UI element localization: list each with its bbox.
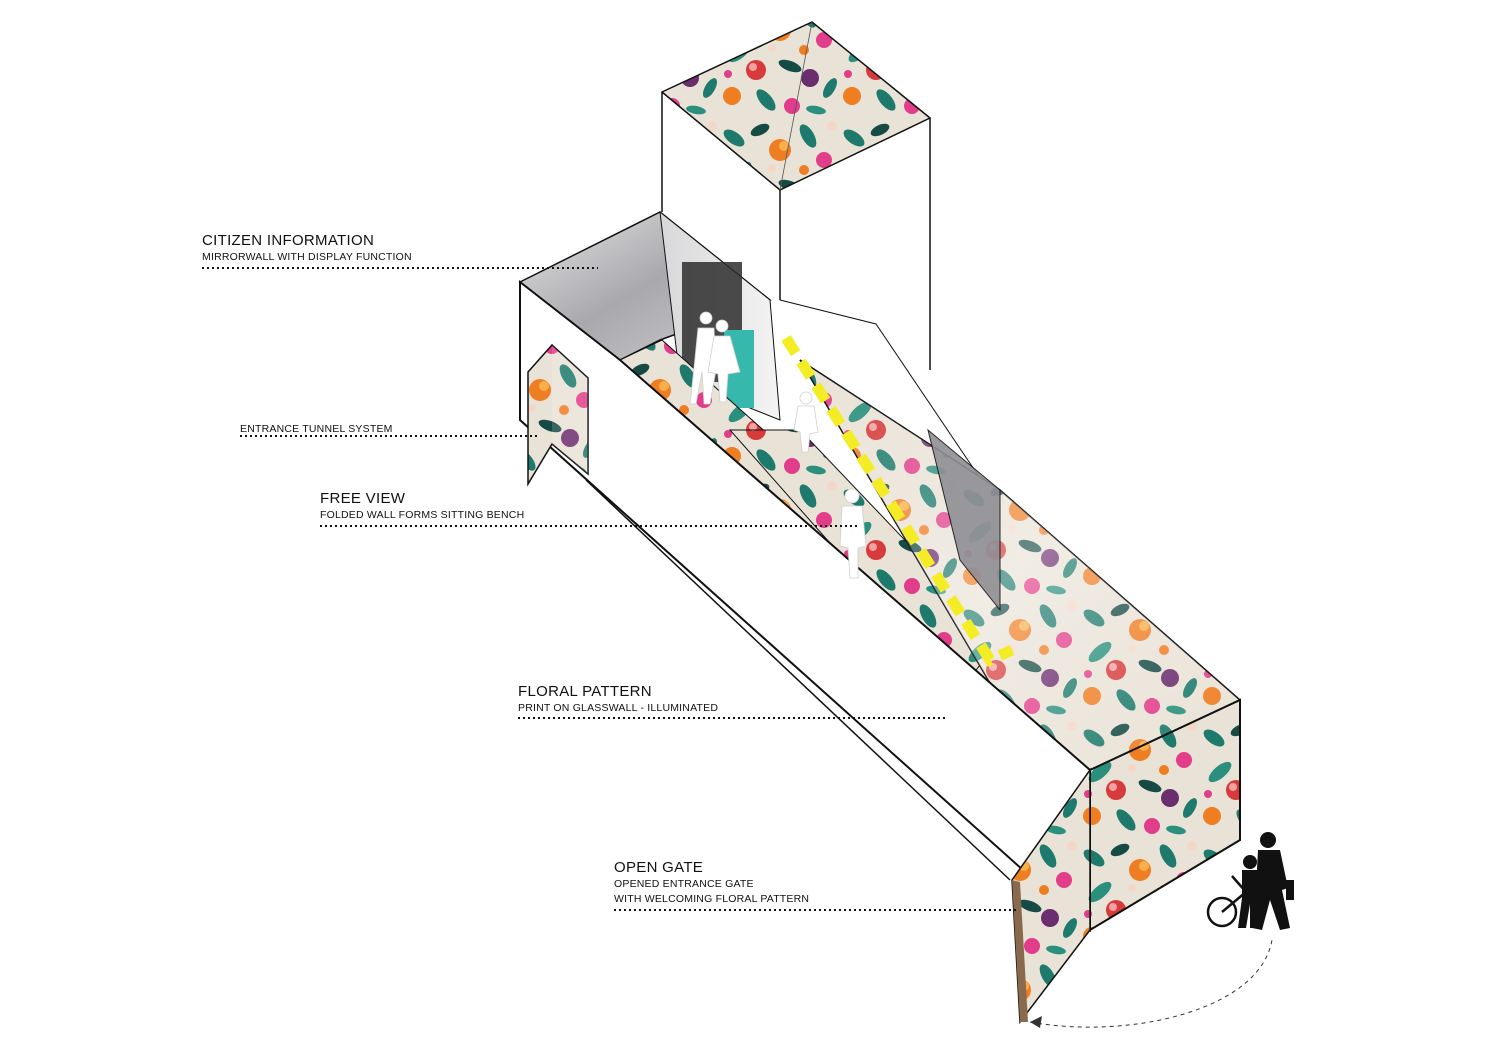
gate-panel-floral (1011, 767, 1091, 1025)
pedestrian-group (1206, 832, 1294, 930)
open-gate-title: OPEN GATE (614, 859, 704, 876)
visitor-silhouettes (689, 311, 867, 579)
gate-swing-arc (1029, 939, 1273, 1028)
label-free-view: FREE VIEW FOLDED WALL FORMS SITTING BENC… (320, 490, 524, 523)
open-gate-subtitle-line1: OPENED ENTRANCE GATE (614, 878, 754, 890)
folded-wall-panel (927, 428, 1001, 612)
floral-pattern-subtitle: PRINT ON GLASSWALL - ILLUMINATED (518, 702, 719, 714)
yellow-path-line (781, 335, 1015, 667)
label-open-gate: OPEN GATE OPENED ENTRANCE GATE WITH WELC… (614, 859, 809, 907)
glasswall-shine (800, 360, 1240, 770)
entrance-tunnel-subtitle: ENTRANCE TUNNEL SYSTEM (240, 423, 393, 435)
floral-pattern-title: FLORAL PATTERN (518, 683, 652, 700)
free-view-title: FREE VIEW (320, 490, 406, 507)
label-floral-pattern: FLORAL PATTERN PRINT ON GLASSWALL - ILLU… (518, 683, 718, 716)
free-view-subtitle: FOLDED WALL FORMS SITTING BENCH (320, 509, 525, 521)
label-citizen-information: CITIZEN INFORMATION MIRRORWALL WITH DISP… (202, 232, 412, 265)
side-door-floral (527, 343, 589, 487)
citizen-information-subtitle: MIRRORWALL WITH DISPLAY FUNCTION (202, 251, 412, 263)
seated-visitor-figure (793, 391, 819, 453)
open-gate (1011, 767, 1091, 1025)
label-entrance-tunnel: ENTRANCE TUNNEL SYSTEM (240, 422, 393, 437)
open-gate-subtitle-line2: WITH WELCOMING FLORAL PATTERN (614, 893, 810, 905)
standing-visitor-figure (839, 488, 867, 579)
leader-lines (202, 267, 1018, 911)
visitor-pair-figure (689, 311, 741, 405)
gate-edge (1012, 880, 1028, 1022)
adult-figure-icon (1252, 832, 1294, 930)
skylight-tower (660, 21, 989, 491)
arrow-head-icon (1030, 1016, 1042, 1028)
citizen-information-title: CITIZEN INFORMATION (202, 232, 375, 249)
side-entrance-door (527, 343, 589, 487)
